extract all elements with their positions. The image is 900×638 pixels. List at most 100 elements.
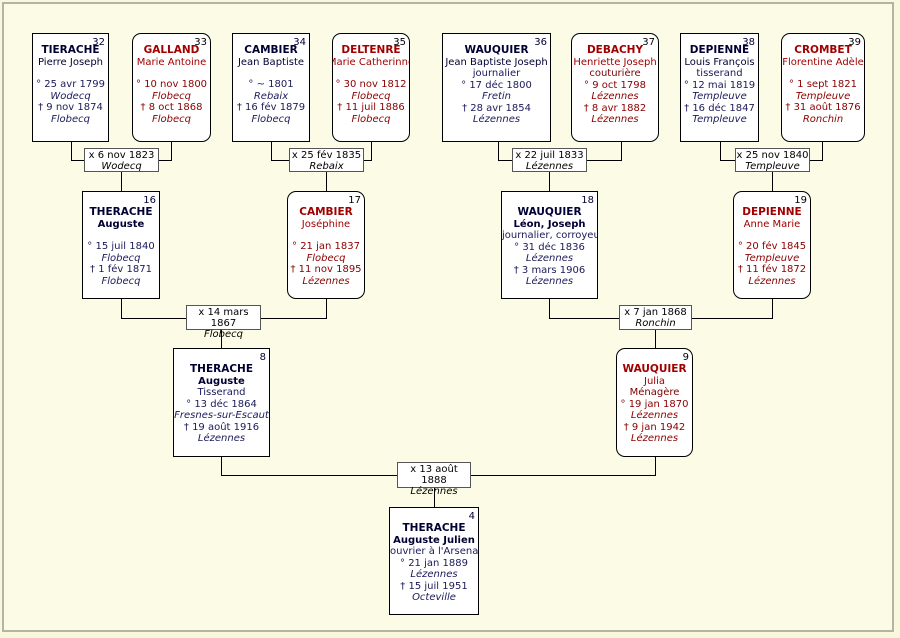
person-given-name: Léon, Joseph [513,218,586,230]
marriage-box-19[interactable]: x 25 nov 1840 Templeuve [735,148,810,172]
marriage-place: Lézennes [410,486,458,497]
person-occupation: journalier, corroyeur [502,230,598,241]
person-surname: GALLAND [143,44,200,56]
person-surname: WAUQUIER [464,44,529,56]
person-card-38[interactable]: 38 DEPIENNE Louis François tisserand ° 1… [680,33,759,142]
person-card-33[interactable]: 33 GALLAND Marie Antoine ° 10 nov 1800 F… [132,33,211,142]
person-occupation: Ménagère [629,387,680,398]
person-occupation: couturière [589,68,641,79]
person-surname: DELTENRE [341,44,401,56]
person-death: † 11 juil 1886 [337,102,405,113]
person-card-17[interactable]: 17 CAMBIER Joséphine ° 21 jan 1837 Flobe… [287,191,365,299]
person-birth: ° 17 déc 1800 [461,79,532,91]
person-death: † 15 juil 1951 [400,580,468,592]
person-given-name: Florentine Adèle [782,56,864,68]
person-birth: ° 21 jan 1889 [400,557,468,569]
person-death: † 16 déc 1847 [684,102,755,114]
person-death-place: Lézennes [525,276,574,287]
person-given-name: Auguste [198,375,245,387]
marriage-box-17[interactable]: x 25 fév 1835 Rebaix [289,148,364,172]
person-card-35[interactable]: 35 DELTENRE Marie Catherinne ° 30 nov 18… [332,33,410,142]
marriage-date: x 13 août 1888 [410,464,458,486]
person-birth-place: Lézennes [410,569,458,580]
person-card-9[interactable]: 9 WAUQUIER Julia Ménagère ° 19 jan 1870 … [616,348,693,457]
person-card-32[interactable]: 32 TIERACHE Pierre Joseph ° 25 avr 1799 … [32,33,109,142]
person-given-name: Pierre Joseph [37,56,103,68]
person-birth: ° 25 avr 1799 [36,79,105,90]
person-birth-place: Flobecq [152,90,191,102]
person-death-place: Lézennes [197,433,246,444]
person-death-place: Flobecq [251,113,291,125]
person-number: 17 [348,195,361,206]
marriage-place: Wodecq [101,161,142,172]
person-birth-place: Flobecq [351,90,391,102]
marriage-box-18[interactable]: x 22 juil 1833 Lézennes [512,148,587,172]
marriage-date: x 25 fév 1835 [291,150,362,161]
marriage-box-9[interactable]: x 7 jan 1868 Ronchin [619,305,692,330]
person-death-place: Lézennes [302,275,350,287]
person-surname: WAUQUIER [517,206,582,218]
person-birth: ° 30 nov 1812 [335,79,407,90]
person-card-36[interactable]: 36 WAUQUIER Jean Baptiste Joseph journal… [442,33,551,142]
person-death-place: Flobecq [152,113,191,125]
marriage-place: Rebaix [309,161,344,172]
person-given-name: Jean Baptiste [237,56,305,68]
person-surname: WAUQUIER [622,363,687,375]
person-birth-place: Templeuve [692,91,747,102]
person-card-18[interactable]: 18 WAUQUIER Léon, Joseph journalier, cor… [501,191,598,299]
person-death: † 19 août 1916 [183,421,260,433]
person-number: 9 [682,352,689,363]
person-death: † 9 nov 1874 [38,102,103,113]
person-death-place: Lézennes [748,275,796,287]
person-number: 8 [259,352,266,363]
person-death-place: Octeville [412,592,456,603]
person-surname: TIERACHE [41,44,100,56]
person-card-37[interactable]: 37 DEBACHY Henriette Joseph couturière °… [571,33,659,142]
person-card-16[interactable]: 16 THERACHE Auguste ° 15 juil 1840 Flobe… [82,191,160,299]
person-birth-place: Flobecq [101,252,141,264]
person-number: 36 [534,37,547,48]
marriage-date: x 22 juil 1833 [515,150,584,161]
person-number: 4 [468,511,475,522]
person-card-34[interactable]: 34 CAMBIER Jean Baptiste ° ~ 1801 Rebaix… [232,33,310,142]
person-death: † 31 août 1876 [785,102,861,113]
person-death-place: Flobecq [351,113,391,125]
marriage-date: x 7 jan 1868 [624,307,687,318]
person-number: 18 [581,195,594,206]
person-surname: THERACHE [190,363,253,375]
marriage-box-4[interactable]: x 13 août 1888 Lézennes [397,462,471,497]
person-birth: ° 20 fév 1845 [737,241,807,252]
person-card-4[interactable]: 4 THERACHE Auguste Julien ouvrier à l'Ar… [389,507,479,615]
person-birth-place: Templeuve [744,252,800,264]
person-number: 19 [794,195,807,206]
person-given-name: Julia [644,375,665,387]
person-birth-place: Fretin [481,91,512,102]
person-given-name: Marie Antoine [136,56,207,68]
person-birth: ° 15 juil 1840 [87,241,155,252]
marriage-box-8[interactable]: x 14 mars 1867 Flobecq [186,305,261,340]
person-death-place: Flobecq [51,113,90,125]
person-surname: THERACHE [89,206,153,218]
person-death-place: Ronchin [802,113,844,125]
person-given-name: Auguste [97,218,145,230]
person-birth: ° 10 nov 1800 [135,79,208,90]
person-birth-place: Fresnes-sur-Escaut [174,410,269,421]
person-card-39[interactable]: 39 CROMBET Florentine Adèle ° 1 sept 182… [781,33,865,142]
person-birth: ° 21 jan 1837 [292,241,360,252]
marriage-box-16[interactable]: x 6 nov 1823 Wodecq [84,148,159,172]
person-birth-place: Templeuve [795,90,851,102]
person-death-place: Lézennes [591,114,639,125]
person-death: † 1 fév 1871 [90,264,152,275]
person-birth-place: Wodecq [50,90,91,102]
marriage-date: x 25 nov 1840 [736,150,809,161]
person-death: † 8 avr 1882 [583,102,647,114]
person-surname: CAMBIER [299,206,353,218]
person-surname: DEBACHY [586,44,644,56]
person-given-name: Henriette Joseph [573,56,657,68]
person-card-19[interactable]: 19 DEPIENNE Anne Marie ° 20 fév 1845 Tem… [733,191,811,299]
person-birth: ° 13 déc 1864 [186,398,257,410]
person-given-name: Joséphine [301,218,351,230]
person-number: 33 [194,37,207,48]
person-surname: CROMBET [794,44,852,56]
person-card-8[interactable]: 8 THERACHE Auguste Tisserand ° 13 déc 18… [173,348,270,457]
